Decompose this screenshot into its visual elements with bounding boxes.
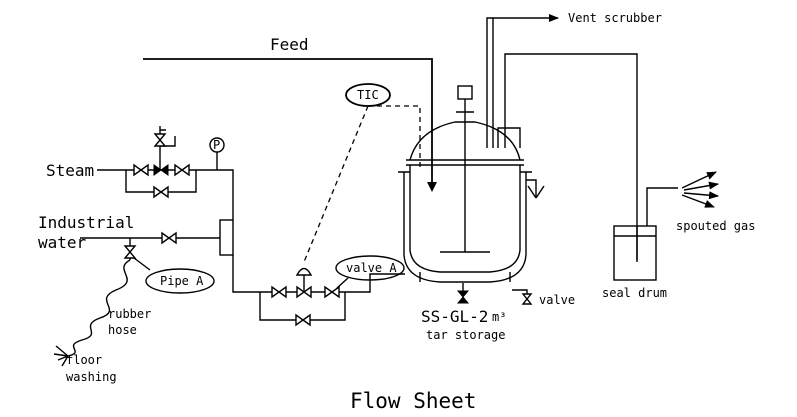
valve-a-label: valve A [346,261,397,275]
steam-bypass-valve[interactable] [153,185,169,199]
bypass-valve[interactable] [295,313,311,327]
jacket-feed-line [259,273,405,321]
control-valve[interactable] [295,267,313,299]
industrial-water-label-2: water [38,233,87,252]
seal-drum [613,187,678,281]
vent-scrubber-label: Vent scrubber [568,11,662,25]
steam-label: Steam [46,161,94,180]
spouted-gas-arrows [681,171,719,208]
seal-drum-label: seal drum [602,286,667,300]
pipe-a-label: Pipe A [160,274,204,288]
steam-valve-3[interactable] [174,163,190,177]
floor-washing-label-2: washing [66,370,117,384]
rubber-hose [67,259,131,357]
drain-valve[interactable] [512,289,533,305]
valve-label: valve [539,293,575,307]
hose-nozzle [53,345,69,367]
steam-valve-1[interactable] [133,163,149,177]
pipe-a-valve[interactable] [123,245,137,259]
seal-drum-line [497,53,638,260]
tar-storage-vessel [398,85,545,304]
vessel-code-label: SS-GL-2 [421,307,488,326]
agitator-motor [457,85,473,100]
tic-instrument [303,83,421,263]
rubber-hose-label-1: rubber [108,307,151,321]
tic-label: TIC [357,88,379,102]
floor-washing-label-1: floor [66,353,102,367]
valve-b1[interactable] [271,285,287,299]
valve-a-callout [335,255,405,289]
vessel-unit-label: m³ [492,310,506,324]
feed-line [143,58,437,192]
safety-valve[interactable] [153,126,167,147]
industrial-water-label-1: Industrial [38,213,134,232]
spouted-gas-label: spouted gas [676,219,755,233]
pressure-gauge-label: P [213,138,220,152]
pipe-a-callout [133,257,215,294]
rubber-hose-label-2: hose [108,323,137,337]
vent-scrubber-line [486,14,559,148]
water-valve[interactable] [161,231,177,245]
steam-valve-2[interactable] [153,164,169,176]
feed-label: Feed [270,35,309,54]
valve-a[interactable] [324,285,340,299]
diagram-title: Flow Sheet [350,389,476,413]
pressure-gauge: P [209,137,225,153]
tar-storage-label: tar storage [426,328,505,342]
